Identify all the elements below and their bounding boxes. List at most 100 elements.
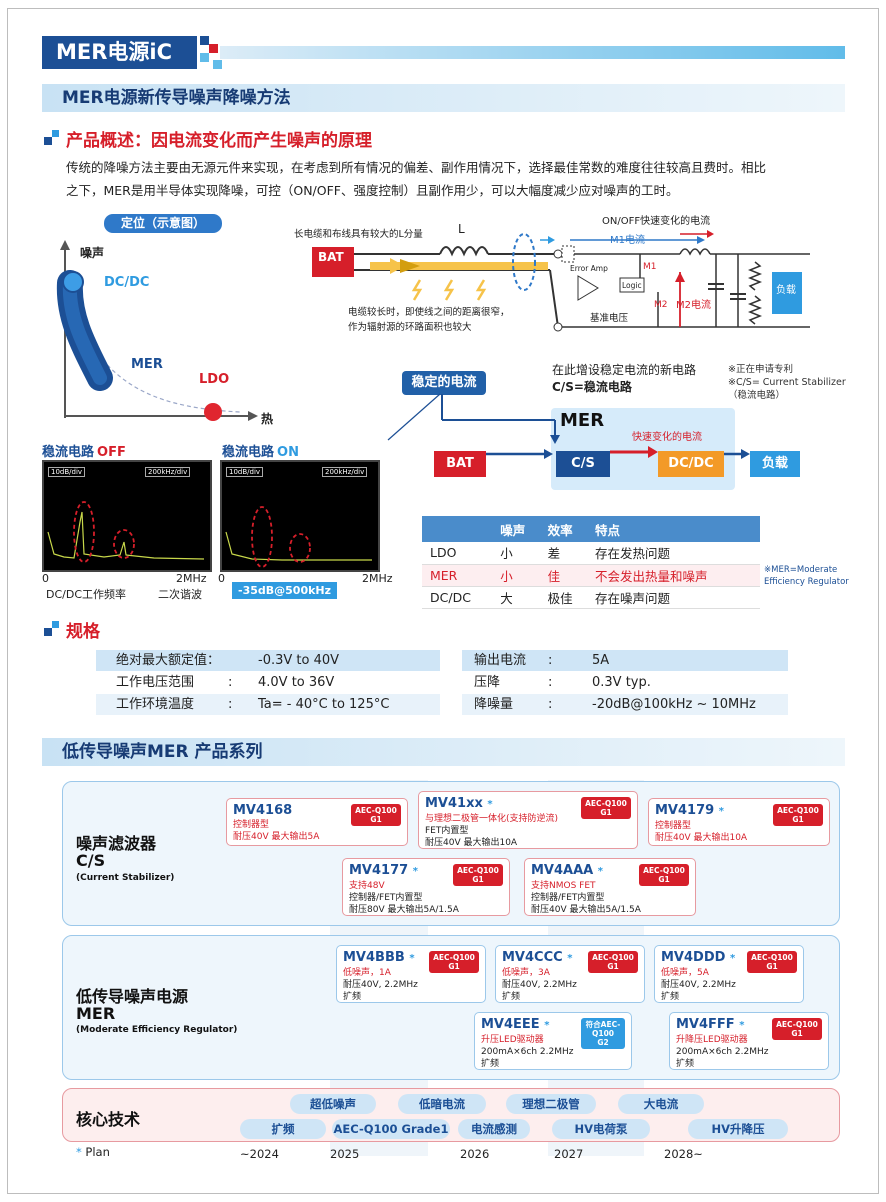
product-card-mv41xx[interactable]: MV41xx * 与理想二极管一体化(支持防逆流) FET内置型 耐压40V 最… — [418, 791, 638, 849]
comparison-header: 噪声 — [492, 516, 540, 542]
plan-label: Plan — [85, 1145, 110, 1159]
product-card-mv4ddd[interactable]: MV4DDD * 低噪声，5A 耐压40V, 2.2MHz 扩频 AEC-Q10… — [654, 945, 804, 1003]
patent-note: ※正在申请专利 ※C/S= Current Stabilizer （稳流电路） — [728, 363, 846, 402]
position-chart-xlabel: 热 — [261, 412, 274, 426]
fast-current-label: ON/OFF快速变化的电流 — [602, 216, 711, 227]
year-label: 2026 — [460, 1147, 490, 1161]
product-line: 耐压80V 最大输出5A/1.5A — [349, 905, 459, 915]
table-cell: DC/DC — [422, 586, 493, 609]
circuit-load-label: 负载 — [776, 285, 796, 296]
osc-note-harm: 二次谐波 — [158, 588, 202, 601]
section-band-2: 低传导噪声MER 产品系列 — [42, 738, 845, 766]
product-line: 耐压40V 最大输出5A — [233, 832, 320, 842]
position-chart-x-arrow — [248, 411, 258, 421]
table-cell: 存在发热问题 — [587, 542, 760, 565]
table-cell: 小 — [492, 542, 540, 565]
mer-note-line2: Efficiency Regulator — [764, 577, 849, 587]
lightning-icon — [443, 279, 455, 301]
osc-on-div1: 10dB/div — [226, 467, 264, 477]
plan-star: * — [409, 953, 415, 964]
lightning-icon — [411, 279, 423, 301]
aec-badge: AEC-Q100 G1 — [429, 951, 479, 973]
year-label: ~2024 — [240, 1147, 279, 1161]
product-line: 耐压40V, 2.2MHz — [343, 980, 418, 990]
section-bullet-icon — [44, 621, 60, 637]
product-name: MV4177 — [349, 863, 409, 878]
circuit-node — [553, 322, 563, 332]
spec-heading: 规格 — [66, 622, 100, 642]
spec-label: 压降 — [474, 675, 501, 690]
product-line: 升压LED驱动器 — [481, 1035, 544, 1045]
product-card-mv4179[interactable]: MV4179 * 控制器型 耐压40V 最大输出10A AEC-Q100 G1 — [648, 798, 830, 846]
product-card-mv4fff[interactable]: MV4FFF * 升降压LED驱动器 200mA×6ch 2.2MHz 扩频 A… — [669, 1012, 829, 1070]
cable-note-line1: 电缆较长时，即使线之间的距离很窄， — [348, 307, 510, 318]
aec-badge: AEC-Q100 G1 — [453, 864, 503, 886]
aec-badge: AEC-Q100 G1 — [588, 951, 638, 973]
year-label: 2025 — [330, 1147, 360, 1161]
block-cs: C/S — [556, 451, 610, 477]
overview-heading: 产品概述：因电流变化而产生噪声的原理 — [66, 131, 372, 151]
mer-note-line1: ※MER=Moderate — [764, 565, 838, 575]
spec-colon: : — [228, 675, 233, 690]
circuit-focus-ellipse — [512, 233, 536, 291]
product-name: MV4168 — [233, 803, 293, 818]
osc-off-div2: 200kHz/div — [145, 467, 191, 477]
table-cell: 存在噪声问题 — [587, 586, 760, 609]
table-cell: MER — [422, 564, 493, 587]
mer-subtitle: MER — [76, 1004, 116, 1023]
cable-note: 电缆较长时，即使线之间的距离很窄， 作为辐射源的环路面积也较大 — [348, 305, 510, 335]
product-line: 扩频 — [343, 992, 362, 1002]
product-line: FET内置型 — [425, 826, 469, 836]
product-card-mv4168[interactable]: MV4168 控制器型 耐压40V 最大输出5A AEC-Q100 G1 — [226, 798, 408, 846]
product-card-mv4ccc[interactable]: MV4CCC * 低噪声，3A 耐压40V, 2.2MHz 扩频 AEC-Q10… — [495, 945, 645, 1003]
position-chart-band-hl — [62, 276, 107, 385]
lightning-icon — [475, 279, 487, 301]
circuit-inductor — [439, 246, 489, 257]
product-line: 耐压40V 最大输出10A — [655, 833, 748, 843]
product-line: 控制器/FET内置型 — [531, 893, 605, 903]
header-deco-square — [209, 44, 218, 53]
product-line: 低噪声，3A — [502, 968, 550, 978]
circuit-current-arrow — [390, 258, 405, 274]
product-line: 低噪声，1A — [343, 968, 391, 978]
plan-star: * — [597, 866, 603, 877]
table-cell: LDO — [422, 542, 493, 565]
circuit-current-band — [370, 262, 548, 270]
new-path-line2: C/S=稳流电路 — [552, 380, 632, 394]
block-diagram-arrows — [387, 393, 750, 459]
position-chart — [56, 240, 258, 421]
comparison-header: 特点 — [587, 516, 760, 542]
m2-label: M2 — [654, 300, 668, 310]
logic-block — [619, 277, 645, 293]
circuit-load-block — [772, 272, 802, 314]
position-chart-ylabel: 噪声 — [80, 246, 105, 260]
tech-pill: AEC-Q100 Grade1 — [332, 1119, 450, 1139]
osc-on-state: ON — [277, 445, 299, 460]
mer-title: 低传导噪声电源 — [76, 987, 189, 1006]
spec-value: 4.0V to 36V — [258, 675, 335, 690]
block-bat: BAT — [434, 451, 486, 477]
m1-current-label: M1电流 — [610, 235, 645, 246]
osc-on-x1: 2MHz — [362, 572, 393, 585]
spec-value: Ta= - 40°C to 125°C — [258, 697, 390, 712]
section-bullet-icon — [44, 130, 60, 146]
product-card-mv4177[interactable]: MV4177 * 支持48V 控制器/FET内置型 耐压80V 最大输出5A/1… — [342, 858, 510, 916]
product-line: 低噪声，5A — [661, 968, 709, 978]
product-card-mv4eee[interactable]: MV4EEE * 升压LED驱动器 200mA×6ch 2.2MHz 扩频 符合… — [474, 1012, 632, 1070]
ldo-point — [204, 403, 222, 421]
product-card-mv4aaa[interactable]: MV4AAA * 支持NMOS FET 控制器/FET内置型 耐压40V 最大输… — [524, 858, 696, 916]
overview-para-line1: 传统的降噪方法主要由无源元件来实现，在考虑到所有情况的偏差、副作用情况下，选择最… — [66, 160, 767, 175]
product-line: 耐压40V 最大输出5A/1.5A — [531, 905, 641, 915]
mer-note: ※MER=Moderate Efficiency Regulator — [764, 564, 849, 588]
osc-on-label: 稳流电路 — [222, 445, 275, 460]
dcdc-point — [62, 271, 84, 293]
product-card-mv4bbb[interactable]: MV4BBB * 低噪声，1A 耐压40V, 2.2MHz 扩频 AEC-Q10… — [336, 945, 486, 1003]
product-name: MV4CCC — [502, 950, 563, 965]
page-header-title: MER电源iC — [42, 36, 197, 69]
ldo-label: LDO — [199, 372, 230, 387]
product-name: MV4179 — [655, 803, 715, 818]
spec-label: 工作环境温度 — [116, 697, 195, 712]
comparison-header-row: 噪声 效率 特点 — [422, 516, 760, 542]
table-cell: 极佳 — [539, 586, 587, 609]
cs-subtitle: C/S — [76, 851, 106, 870]
